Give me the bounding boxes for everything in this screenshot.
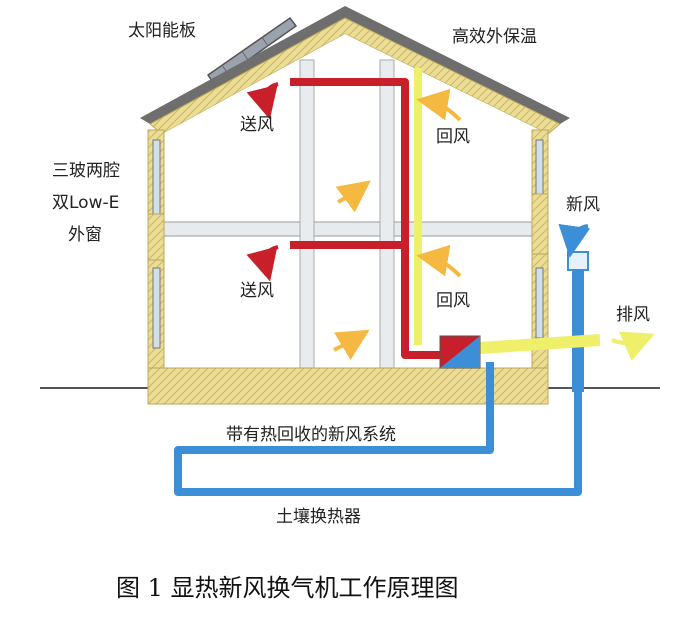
exhaust-duct	[479, 334, 601, 354]
window-label-line2: 双Low-E	[52, 193, 119, 213]
supply-air-label-lower: 送风	[240, 281, 274, 301]
shaft-right	[379, 59, 395, 369]
supply-air-label-upper: 送风	[240, 115, 274, 135]
floor-edge-right	[531, 193, 549, 255]
airflow-arrow-mid-upper	[335, 180, 371, 213]
fresh-air-label: 新风	[566, 195, 600, 215]
exhaust-arrow	[611, 331, 655, 362]
return-arrow-upper	[416, 88, 462, 122]
insulation-label: 高效外保温	[452, 27, 537, 47]
supply-arrow-lower	[246, 245, 279, 282]
foundation-insulation	[147, 367, 549, 405]
fresh-air-pipe	[572, 252, 584, 392]
shaft-left	[299, 59, 315, 369]
ground-exchanger-label: 土壤换热器	[276, 506, 361, 527]
figure-caption: 图 1 显热新风换气机工作原理图	[116, 574, 459, 602]
window-label-line3: 外窗	[68, 225, 102, 245]
heat-recovery-unit	[439, 335, 481, 369]
window-left-lower	[152, 267, 161, 349]
window-right-lower	[535, 267, 544, 339]
window-left-upper	[152, 139, 161, 216]
airflow-arrow-mid-lower	[333, 329, 370, 360]
supply-duct-upper	[290, 78, 440, 359]
ground-heat-exchanger-duct	[174, 270, 582, 496]
floor-slab	[161, 221, 535, 237]
fresh-air-arrow	[558, 223, 591, 258]
exhaust-air-label: 排风	[616, 305, 650, 325]
return-arrow-lower	[416, 244, 462, 278]
fresh-air-inlet	[567, 251, 589, 271]
return-air-label-lower: 回风	[436, 291, 470, 311]
return-air-label-upper: 回风	[436, 127, 470, 147]
supply-arrow-upper	[246, 82, 279, 120]
solar-panel-label: 太阳能板	[128, 21, 196, 41]
window-label-line1: 三玻两腔	[52, 161, 120, 181]
floor-edge-left	[147, 213, 165, 261]
system-name-label: 带有热回收的新风系统	[226, 425, 396, 445]
window-right-upper	[535, 139, 544, 196]
